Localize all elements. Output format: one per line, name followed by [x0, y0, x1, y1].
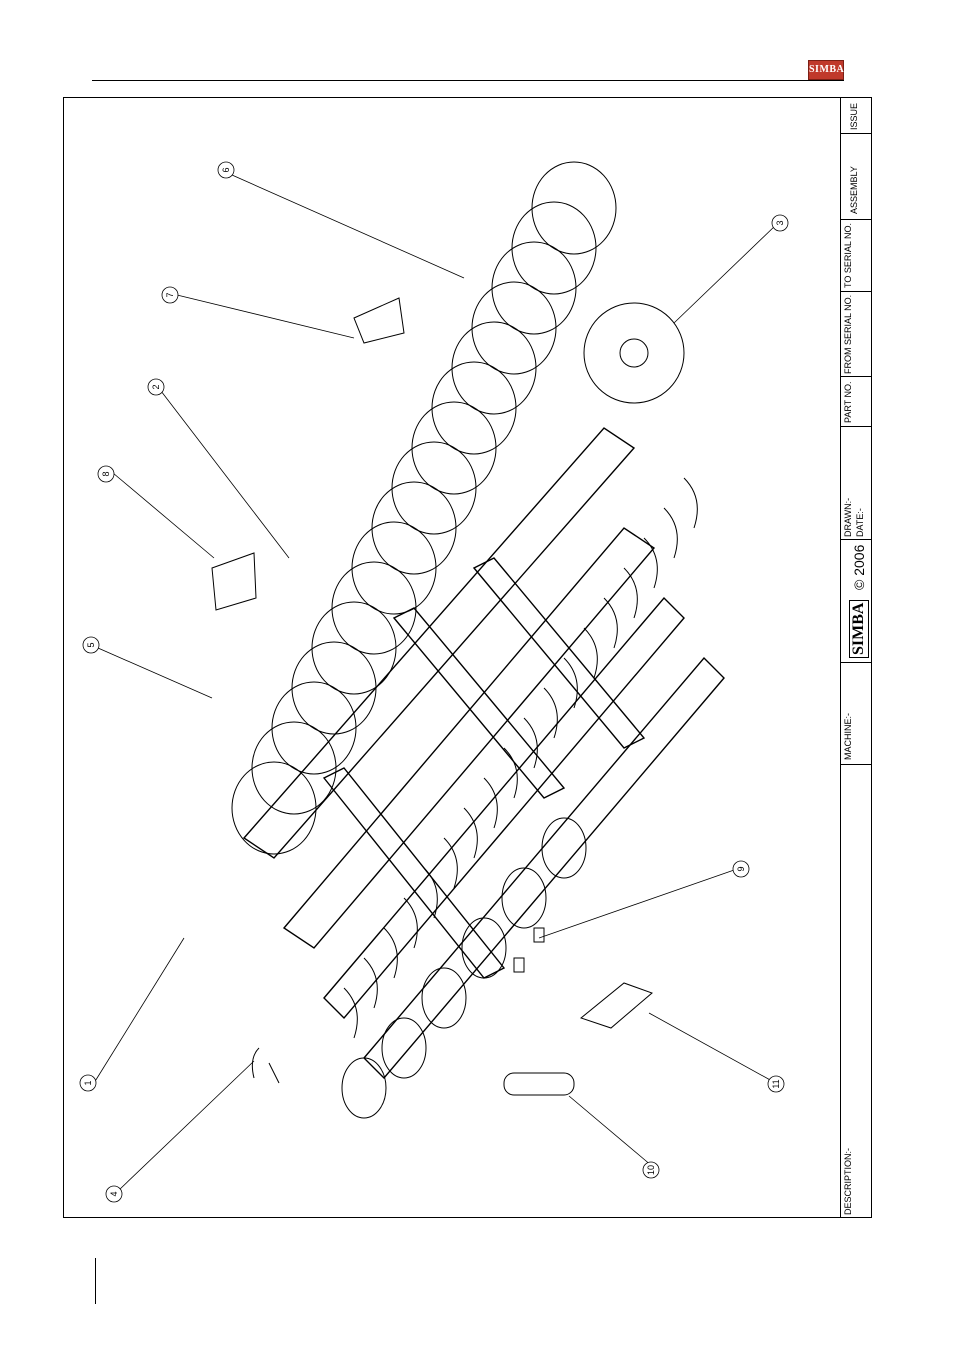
logo-cell: © 2006 SIMBA: [841, 540, 872, 663]
callout-label-10: 10: [646, 1165, 656, 1175]
notched-disc: [584, 303, 684, 403]
from-serial-label: FROM SERIAL NO.: [843, 295, 853, 374]
issue-cell: ISSUE: [841, 98, 872, 134]
part-no-cell: PART NO.: [841, 377, 872, 427]
callout-label-1: 1: [83, 1080, 93, 1085]
callout-label-3: 3: [775, 220, 785, 225]
callout-label-8: 8: [101, 471, 111, 476]
machine-cell: MACHINE:-: [841, 663, 872, 765]
fitting-9b: [514, 958, 524, 972]
roller-discs: [232, 162, 616, 854]
from-serial-cell: FROM SERIAL NO.: [841, 292, 872, 377]
description-cell: DESCRIPTION:-: [841, 765, 872, 1217]
cylinder-10: [504, 1073, 574, 1095]
bracket-8: [212, 553, 256, 610]
part-no-label: PART NO.: [843, 381, 853, 423]
description-label: DESCRIPTION:-: [843, 1148, 853, 1215]
drawn-label: DRAWN:-: [843, 498, 853, 537]
fitting-9a: [534, 928, 544, 942]
title-block-logo: SIMBA: [849, 600, 869, 658]
assembly-cell: ASSEMBLY: [841, 134, 872, 220]
simba-logo: SIMBA: [808, 60, 844, 80]
header-rule: [92, 80, 844, 81]
callout-label-11: 11: [771, 1079, 781, 1088]
copyright-text: © 2006: [851, 545, 867, 590]
issue-label: ISSUE: [849, 103, 859, 130]
machine-label: MACHINE:-: [843, 713, 853, 760]
callout-label-6: 6: [221, 167, 231, 172]
frame-beams: [244, 428, 724, 1078]
callout-label-4: 4: [109, 1191, 119, 1196]
assembly-label: ASSEMBLY: [849, 166, 859, 214]
callout-label-9: 9: [736, 866, 746, 871]
callout-label-5: 5: [86, 642, 96, 647]
callout-label-7: 7: [165, 292, 175, 297]
hose-4: [252, 1048, 279, 1083]
date-label: DATE:-: [855, 508, 865, 537]
drawing-frame: 6 3 7 2 8 5 9 1 11 4 10 ISSUE ASSEMBLY T…: [63, 97, 872, 1218]
to-serial-cell: TO SERIAL NO.: [841, 220, 872, 292]
callout-label-2: 2: [151, 384, 161, 389]
bracket-7: [354, 298, 404, 343]
parts-drawing: 6 3 7 2 8 5 9 1 11 4 10: [64, 98, 840, 1217]
drawn-date-cell: DRAWN:- DATE:-: [841, 427, 872, 540]
footer-rule: [95, 1258, 96, 1304]
manual-11: [581, 983, 652, 1028]
title-block: ISSUE ASSEMBLY TO SERIAL NO. FROM SERIAL…: [840, 98, 872, 1217]
to-serial-label: TO SERIAL NO.: [843, 223, 853, 288]
